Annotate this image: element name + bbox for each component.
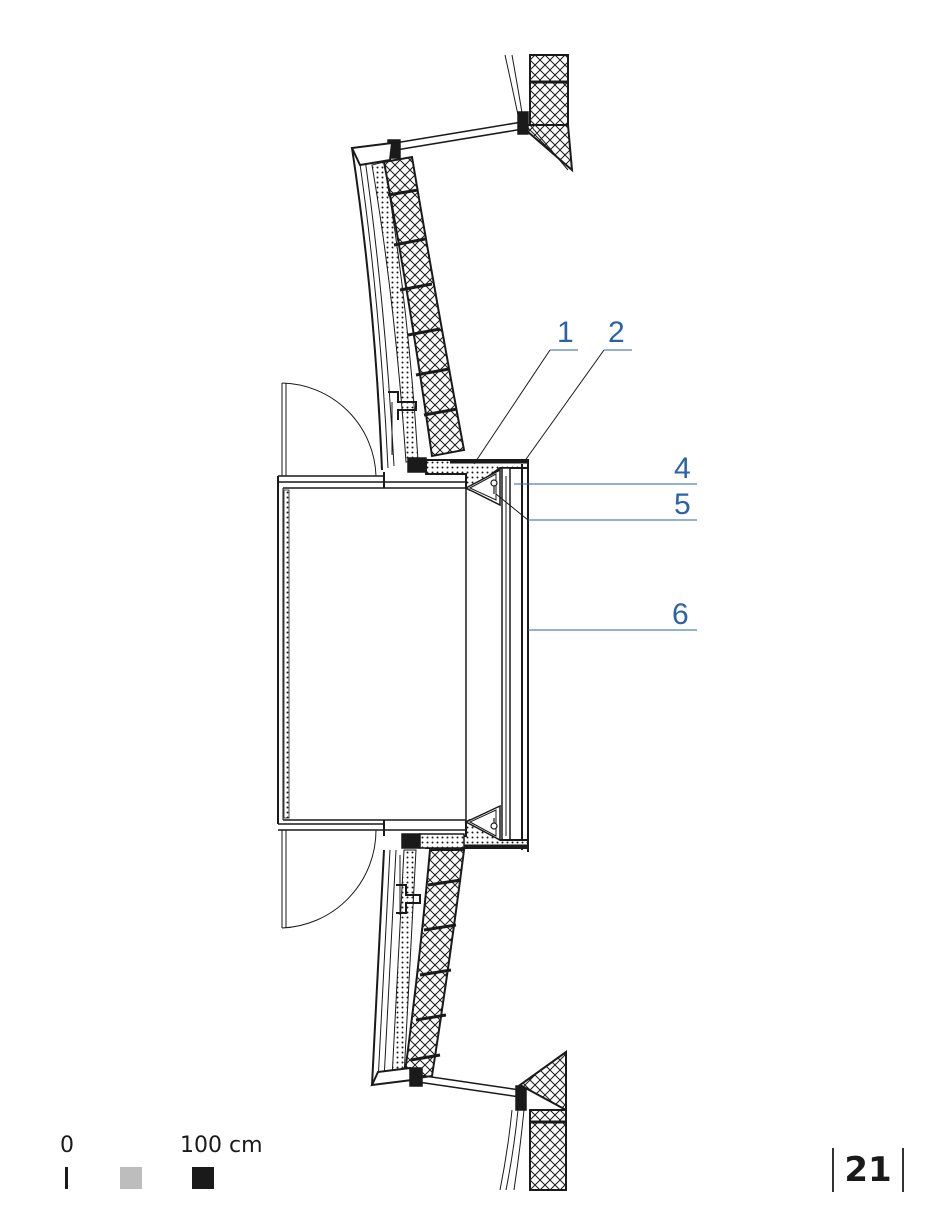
lower-curved-wall <box>370 833 466 1087</box>
scale-end-label: 100 cm <box>180 1133 263 1158</box>
window-pod <box>277 459 529 852</box>
callout-1: 1 <box>557 316 574 349</box>
callout-2: 2 <box>608 316 625 349</box>
callout-leaders <box>473 349 697 631</box>
scale-swatch-dark <box>192 1167 214 1189</box>
upper-door-swing <box>281 382 384 477</box>
leader-5 <box>495 493 529 521</box>
page-number: 21 <box>832 1148 904 1192</box>
callout-4: 4 <box>674 452 691 485</box>
lower-door-swing <box>281 829 377 929</box>
leader-2 <box>523 349 605 463</box>
callout-5: 5 <box>674 488 691 521</box>
leader-1 <box>473 349 551 465</box>
scale-start-label: 0 <box>60 1133 74 1158</box>
upper-curved-wall <box>350 141 467 475</box>
lower-wall-fragment <box>499 1050 567 1191</box>
scale-swatch-light <box>120 1167 142 1189</box>
scale-tick <box>65 1167 68 1189</box>
upper-glazing-connector <box>387 111 529 159</box>
upper-wall-fragment <box>504 54 574 173</box>
callout-6: 6 <box>672 598 689 631</box>
lower-glazing-connector <box>409 1067 527 1111</box>
